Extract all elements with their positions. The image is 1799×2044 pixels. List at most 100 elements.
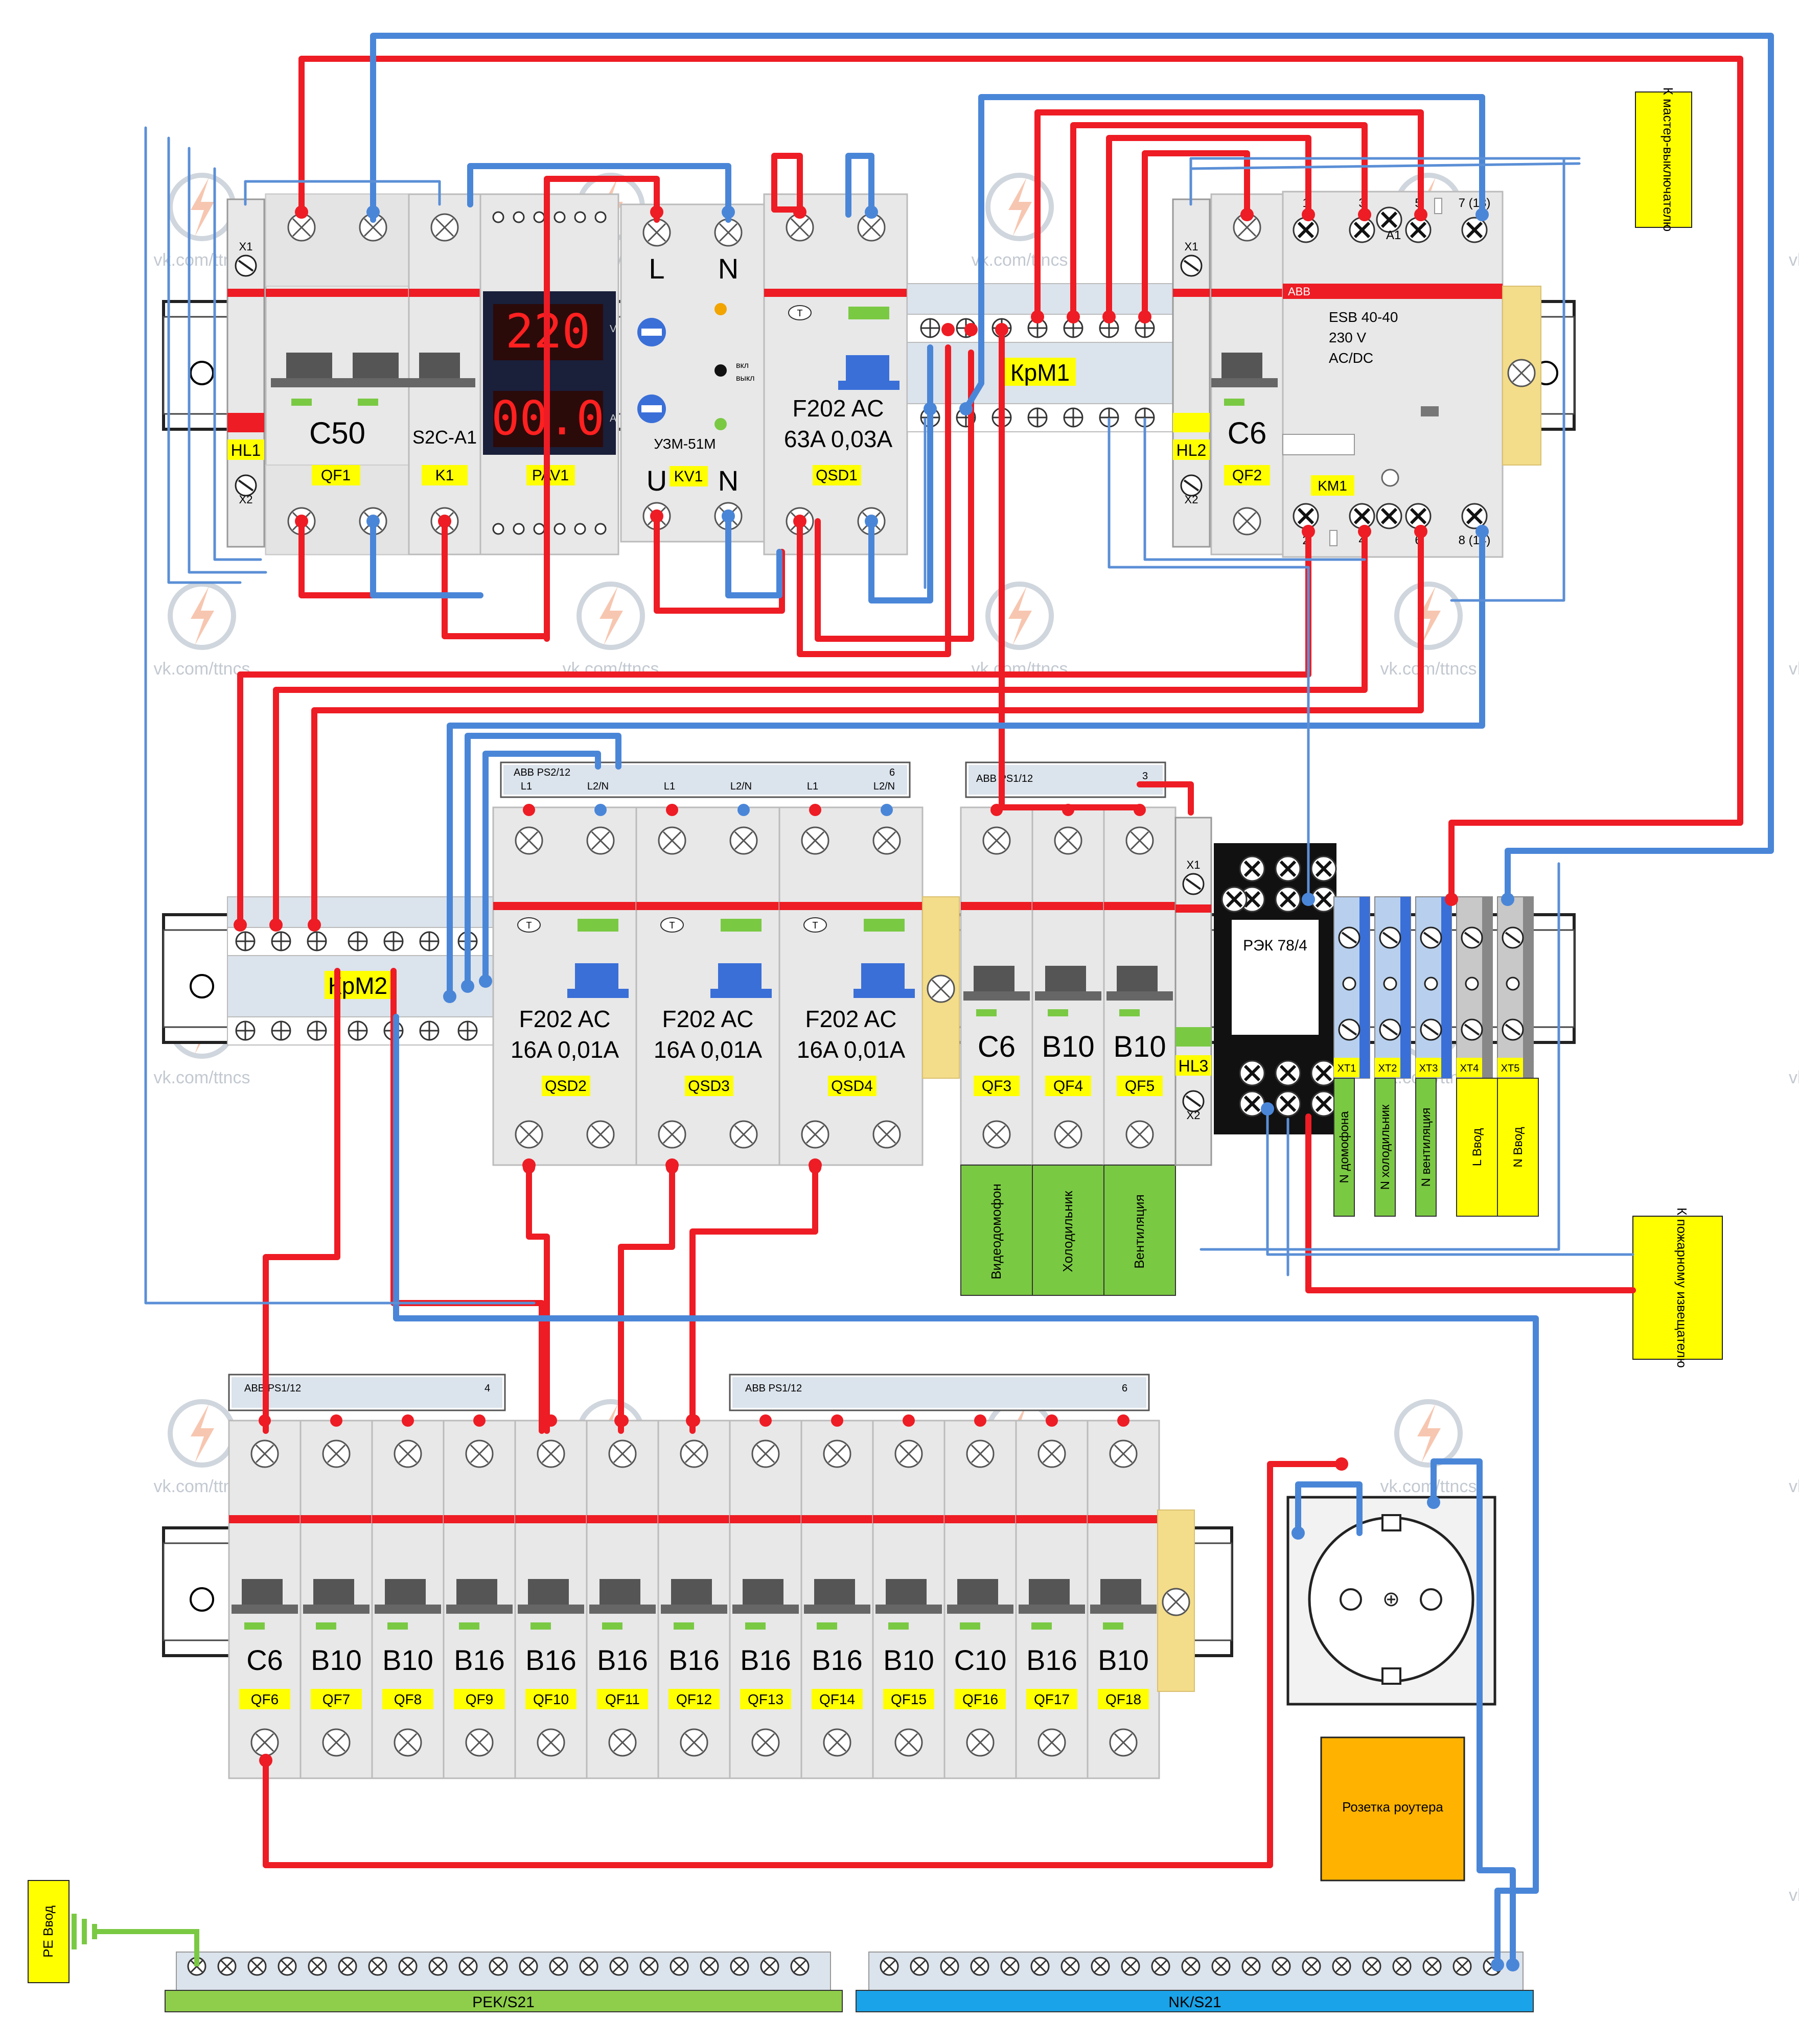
breaker-tag: QF7 bbox=[322, 1691, 350, 1707]
breaker-rating: B10 bbox=[1098, 1644, 1149, 1676]
watermark-text: vk.com/ttncs bbox=[1789, 1477, 1799, 1496]
ps2-pin: L1 bbox=[664, 781, 675, 792]
group-label: Вентиляция bbox=[1132, 1194, 1147, 1268]
pe-input-label: PE Ввод bbox=[40, 1906, 56, 1958]
ps2-pin: L2/N bbox=[587, 781, 609, 792]
km1-volt: 230 V bbox=[1329, 330, 1366, 345]
kv1-n: N bbox=[718, 252, 739, 285]
k1-aux-contact[interactable]: S2C-A1 K1 bbox=[404, 193, 481, 555]
breaker-rating: B16 bbox=[597, 1644, 648, 1676]
terminal-tag: XT3 bbox=[1419, 1063, 1438, 1074]
kv1-voltage-relay[interactable]: L N вкл выкл УЗМ-51М U KV1 N bbox=[620, 203, 765, 543]
km1-a1: A1 bbox=[1386, 228, 1401, 242]
kv1-on: вкл bbox=[736, 361, 749, 370]
qsd1-test[interactable]: T bbox=[797, 308, 803, 318]
kv1-model: УЗМ-51М bbox=[654, 436, 716, 452]
qsd1-rcd[interactable]: T F202 AC 63A 0,03A QSD1 bbox=[763, 193, 908, 555]
kv1-tag: KV1 bbox=[674, 468, 703, 485]
pav1-unit-a: A bbox=[610, 413, 617, 424]
breaker-rating: B10 bbox=[1113, 1030, 1166, 1063]
breaker-tag: QF17 bbox=[1034, 1691, 1070, 1707]
watermark-text: vk.com/ttncs bbox=[1789, 1068, 1799, 1087]
ps2-num: 6 bbox=[889, 767, 895, 778]
rek-relay[interactable]: РЭК 78/4 bbox=[1214, 843, 1337, 1134]
terminal-label: N Ввод bbox=[1511, 1127, 1525, 1167]
rcd-tag: QSD3 bbox=[688, 1078, 730, 1095]
breaker-tag: QF14 bbox=[819, 1691, 855, 1707]
watermark-text: vk.com/ttncs bbox=[154, 1068, 250, 1087]
krm1-label: КрМ1 bbox=[1010, 359, 1070, 386]
qsd1-spec: 63A 0,03A bbox=[784, 426, 893, 452]
watermark-logo bbox=[988, 584, 1051, 647]
watermark-logo bbox=[1397, 1402, 1460, 1465]
qf2-breaker[interactable]: C6 QF2 bbox=[1210, 193, 1284, 555]
power-socket[interactable] bbox=[1286, 1496, 1496, 1706]
qf1-breaker[interactable]: C50 QF1 bbox=[265, 193, 410, 555]
watermark-logo bbox=[988, 175, 1051, 239]
km1-model: ESB 40-40 bbox=[1329, 309, 1398, 325]
hl1-label: HL1 bbox=[231, 441, 261, 459]
ps1-busbar-a: ABB PS1/12 4 bbox=[228, 1374, 506, 1411]
km1-type: AC/DC bbox=[1329, 350, 1373, 366]
breaker-tag: QF3 bbox=[982, 1078, 1011, 1095]
breaker-tag: QF18 bbox=[1105, 1691, 1141, 1707]
km1-tag: KM1 bbox=[1318, 478, 1347, 494]
terminal-tag: XT2 bbox=[1378, 1063, 1397, 1074]
rcd-test-button: T bbox=[526, 920, 532, 931]
k1-rating: S2C-A1 bbox=[412, 427, 477, 448]
terminal-tag: XT5 bbox=[1501, 1063, 1520, 1074]
kv1-u: U bbox=[647, 464, 667, 497]
pe-busbar-label: PEK/S21 bbox=[472, 1994, 535, 2011]
terminal-label: N домофона bbox=[1337, 1111, 1351, 1183]
router-socket: Розетка роутера bbox=[1320, 1736, 1465, 1882]
qf1-tag: QF1 bbox=[321, 467, 351, 484]
breaker-rating: B16 bbox=[454, 1644, 505, 1676]
breaker-tag: QF12 bbox=[676, 1691, 712, 1707]
breaker-rating: C6 bbox=[978, 1030, 1016, 1063]
terminal-xt5: XT5 N Ввод bbox=[1497, 896, 1539, 1217]
rcd-tag: QSD4 bbox=[831, 1078, 873, 1095]
watermark-logo bbox=[1397, 584, 1460, 647]
watermark-text: vk.com/ttncs bbox=[1380, 1477, 1477, 1496]
kv1-off: выкл bbox=[736, 374, 755, 383]
breaker-rating: B10 bbox=[311, 1644, 362, 1676]
hl3-x1: X1 bbox=[1187, 858, 1201, 871]
master-switch-note: К мастер-выключателю bbox=[1635, 87, 1692, 231]
ps1-busbar-b: ABB PS1/12 6 bbox=[729, 1374, 1150, 1411]
terminal-label: N холодильник bbox=[1378, 1104, 1392, 1190]
qf2-rating: C6 bbox=[1228, 416, 1267, 450]
hl3-label: HL3 bbox=[1179, 1057, 1209, 1075]
fire-alarm-label: К пожарному извещателю bbox=[1674, 1207, 1690, 1368]
breaker-rating: B16 bbox=[668, 1644, 720, 1676]
breaker-tag: QF8 bbox=[394, 1691, 422, 1707]
fire-alarm-note: К пожарному извещателю bbox=[1632, 1207, 1723, 1368]
breaker-tag: QF11 bbox=[605, 1691, 640, 1707]
ps2-pin: L1 bbox=[521, 781, 532, 792]
kv1-n2: N bbox=[718, 464, 739, 497]
busbars: PEK/S21 NK/S21 PE Ввод bbox=[28, 1880, 1534, 2012]
breaker-rating: B16 bbox=[1026, 1644, 1077, 1676]
rcd-spec: 16A 0,01A bbox=[797, 1036, 906, 1063]
ps2-pin: L2/N bbox=[730, 781, 752, 792]
